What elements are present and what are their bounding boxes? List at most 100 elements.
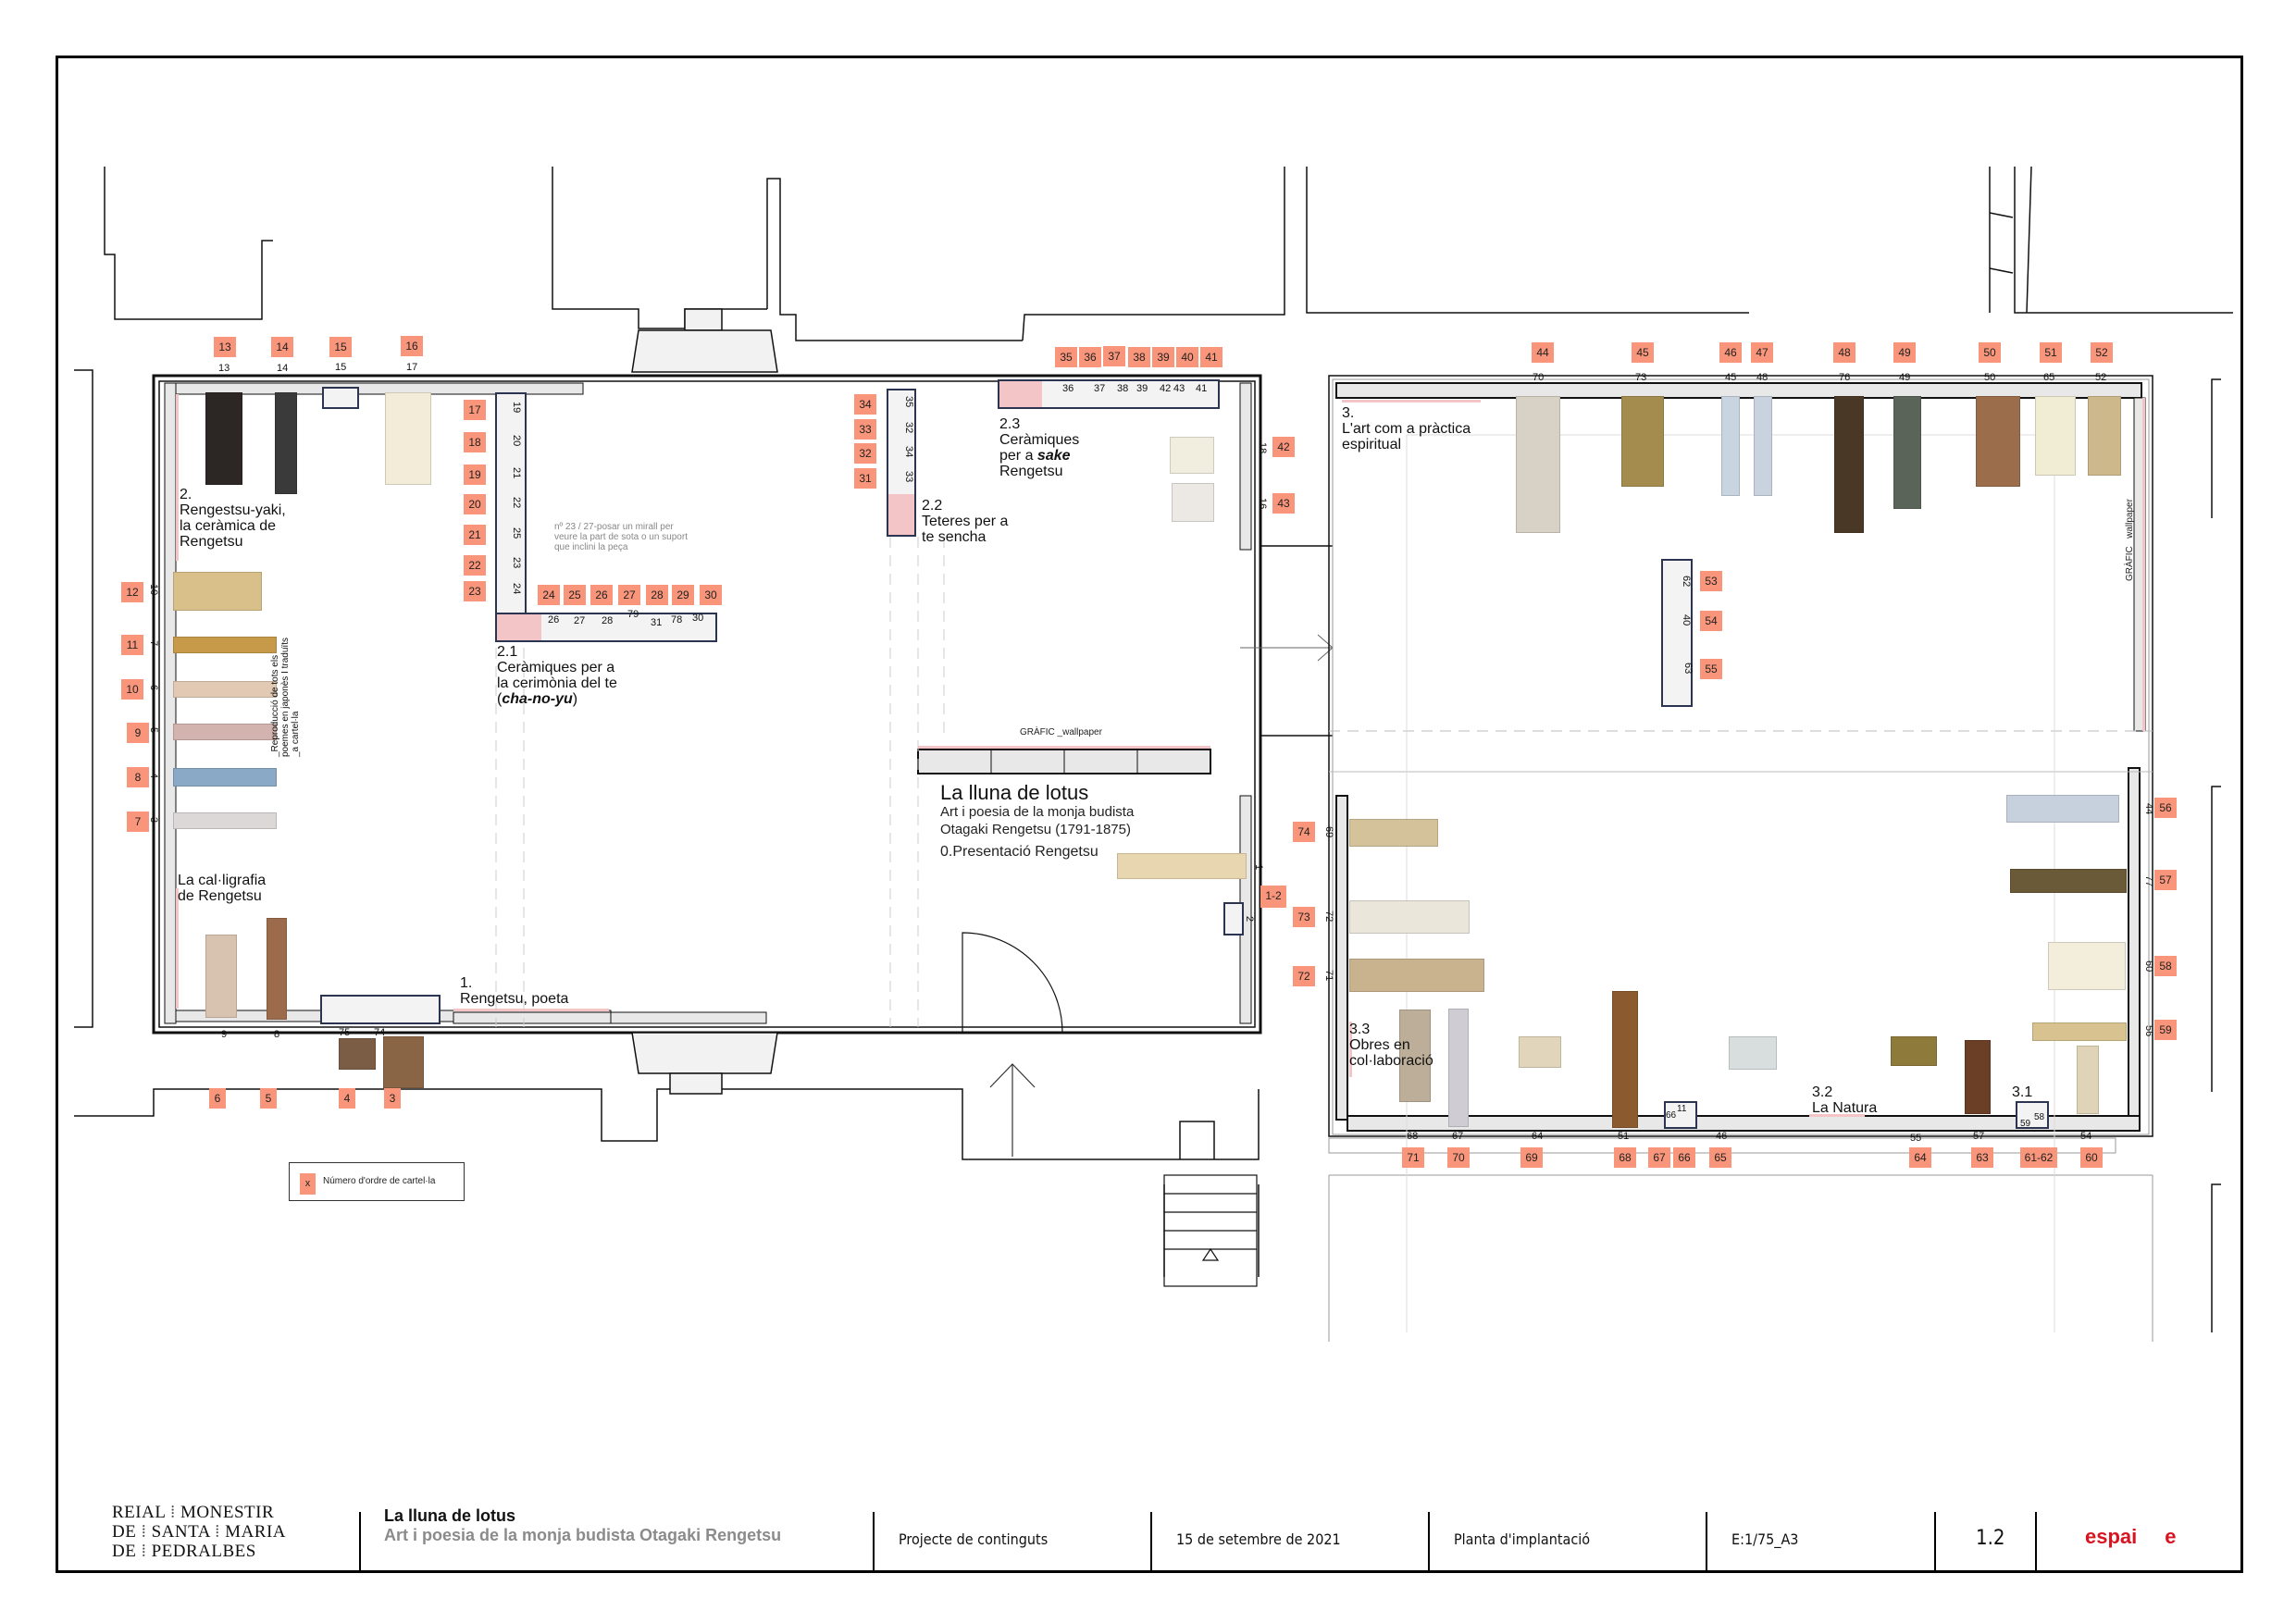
label-tag[interactable]: 11 [121,635,143,655]
label-tag[interactable]: 40 [1176,347,1198,367]
label-tag[interactable]: 48 [1833,342,1855,363]
label-tag[interactable]: 27 [618,585,640,605]
label-tag[interactable]: 69 [1520,1147,1543,1168]
label-tag[interactable]: 25 [564,585,586,605]
label-tag[interactable]: 5 [260,1088,277,1109]
label-tag[interactable]: 4 [339,1088,355,1109]
object-number: 20 [511,435,522,447]
footer-date: 15 de setembre de 2021 [1176,1530,1341,1548]
label-tag[interactable]: 17 [464,400,486,420]
label-tag[interactable]: 47 [1751,342,1773,363]
label-tag[interactable]: 38 [1128,347,1150,367]
label-tag[interactable]: 15 [329,337,352,357]
label-tag[interactable]: 8 [127,767,149,787]
bottom-entrance [631,1032,778,1095]
label-tag[interactable]: 6 [209,1088,226,1109]
label-tag[interactable]: 9 [127,723,149,743]
artwork-scroll [205,392,242,485]
label-tag[interactable]: 29 [672,585,694,605]
label-tag[interactable]: 43 [1272,493,1295,514]
label-tag[interactable]: 30 [700,585,722,605]
label-tag[interactable]: 33 [854,419,876,440]
artwork-scroll [2035,396,2076,476]
label-tag[interactable]: 37 [1103,346,1125,366]
label-tag[interactable]: 23 [464,581,486,601]
label-tag[interactable]: 55 [1700,659,1722,679]
label-tag[interactable]: 45 [1632,342,1654,363]
label-tag[interactable]: 65 [1709,1147,1731,1168]
object-number: 3 [148,817,159,824]
exhibition-subtitle: Art i poesia de la monja budista Otagaki… [940,804,1135,837]
section-2-2-label: 2.2 Teteres per a te sencha [922,498,1009,545]
object-number: 48 [1756,372,1769,383]
label-tag[interactable]: 50 [1979,342,2001,363]
label-tag[interactable]: 59 [2154,1020,2177,1040]
label-tag[interactable]: 68 [1614,1147,1636,1168]
divider [2035,1512,2037,1570]
label-tag[interactable]: 41 [1200,347,1222,367]
label-tag[interactable]: 70 [1447,1147,1470,1168]
label-tag[interactable]: 10 [121,679,143,700]
object-number: 38 [1117,383,1129,394]
label-tag[interactable]: 64 [1909,1147,1931,1168]
label-tag[interactable]: 7 [127,812,149,832]
label-tag[interactable]: 35 [1055,347,1077,367]
label-tag[interactable]: 28 [646,585,668,605]
label-tag[interactable]: 22 [464,555,486,576]
label-tag[interactable]: 16 [401,336,423,356]
showcase-room-3 [1661,559,1693,707]
label-tag[interactable]: 73 [1293,907,1315,927]
label-tag[interactable]: 36 [1079,347,1101,367]
label-tag[interactable]: 54 [1700,611,1722,631]
label-tag[interactable]: 19 [464,465,486,485]
object-number: 31 [651,617,663,628]
label-tag[interactable]: 74 [1293,822,1315,842]
label-tag[interactable]: 44 [1532,342,1554,363]
label-tag[interactable]: 34 [854,394,876,415]
label-tag[interactable]: 24 [538,585,560,605]
label-tag[interactable]: 52 [2091,342,2113,363]
label-tag[interactable]: 66 [1673,1147,1695,1168]
label-tag[interactable]: 71 [1402,1147,1424,1168]
label-tag[interactable]: 12 [121,582,143,602]
label-tag[interactable]: 1-2 [1260,886,1286,908]
label-tag[interactable]: 51 [2040,342,2062,363]
label-tag[interactable]: 67 [1648,1147,1670,1168]
stairs [1163,1174,1258,1287]
room-3-walls [1328,375,2153,1342]
label-tag[interactable]: 72 [1293,966,1315,986]
side-brackets [74,369,2221,1332]
divider [1428,1512,1430,1570]
object-number: 25 [511,527,522,539]
label-tag[interactable]: 49 [1893,342,1916,363]
label-tag[interactable]: 58 [2154,956,2177,976]
legend-swatch: x [300,1173,316,1195]
artwork-scroll [173,724,277,740]
label-tag[interactable]: 18 [464,432,486,452]
label-tag[interactable]: 53 [1700,571,1722,591]
object-number: 60 [2143,960,2154,973]
label-tag[interactable]: 31 [854,468,876,489]
label-tag[interactable]: 56 [2154,798,2177,818]
label-tag[interactable]: 26 [590,585,613,605]
object-number: 58 [2034,1112,2045,1122]
object-number: 54 [2080,1131,2092,1142]
label-tag[interactable]: 39 [1152,347,1174,367]
section-3-label: 3. L'art com a pràctica espiritual [1342,405,1471,452]
section-3-3-label: 3.3 Obres en col·laboració [1349,1022,1433,1069]
label-tag[interactable]: 57 [2154,870,2177,890]
label-tag[interactable]: 42 [1272,437,1295,457]
label-tag[interactable]: 63 [1971,1147,1993,1168]
object-number: 42 [1160,383,1172,394]
label-tag[interactable]: 61-62 [2020,1147,2057,1168]
label-tag[interactable]: 60 [2080,1147,2103,1168]
object-number: 62 [1681,576,1692,588]
label-tag[interactable]: 3 [384,1088,401,1109]
label-tag[interactable]: 46 [1719,342,1742,363]
label-tag[interactable]: 20 [464,494,486,514]
label-tag[interactable]: 32 [854,443,876,464]
label-tag[interactable]: 13 [214,337,236,357]
label-tag[interactable]: 21 [464,525,486,545]
label-tag[interactable]: 14 [271,337,293,357]
artwork-box [383,1036,424,1088]
